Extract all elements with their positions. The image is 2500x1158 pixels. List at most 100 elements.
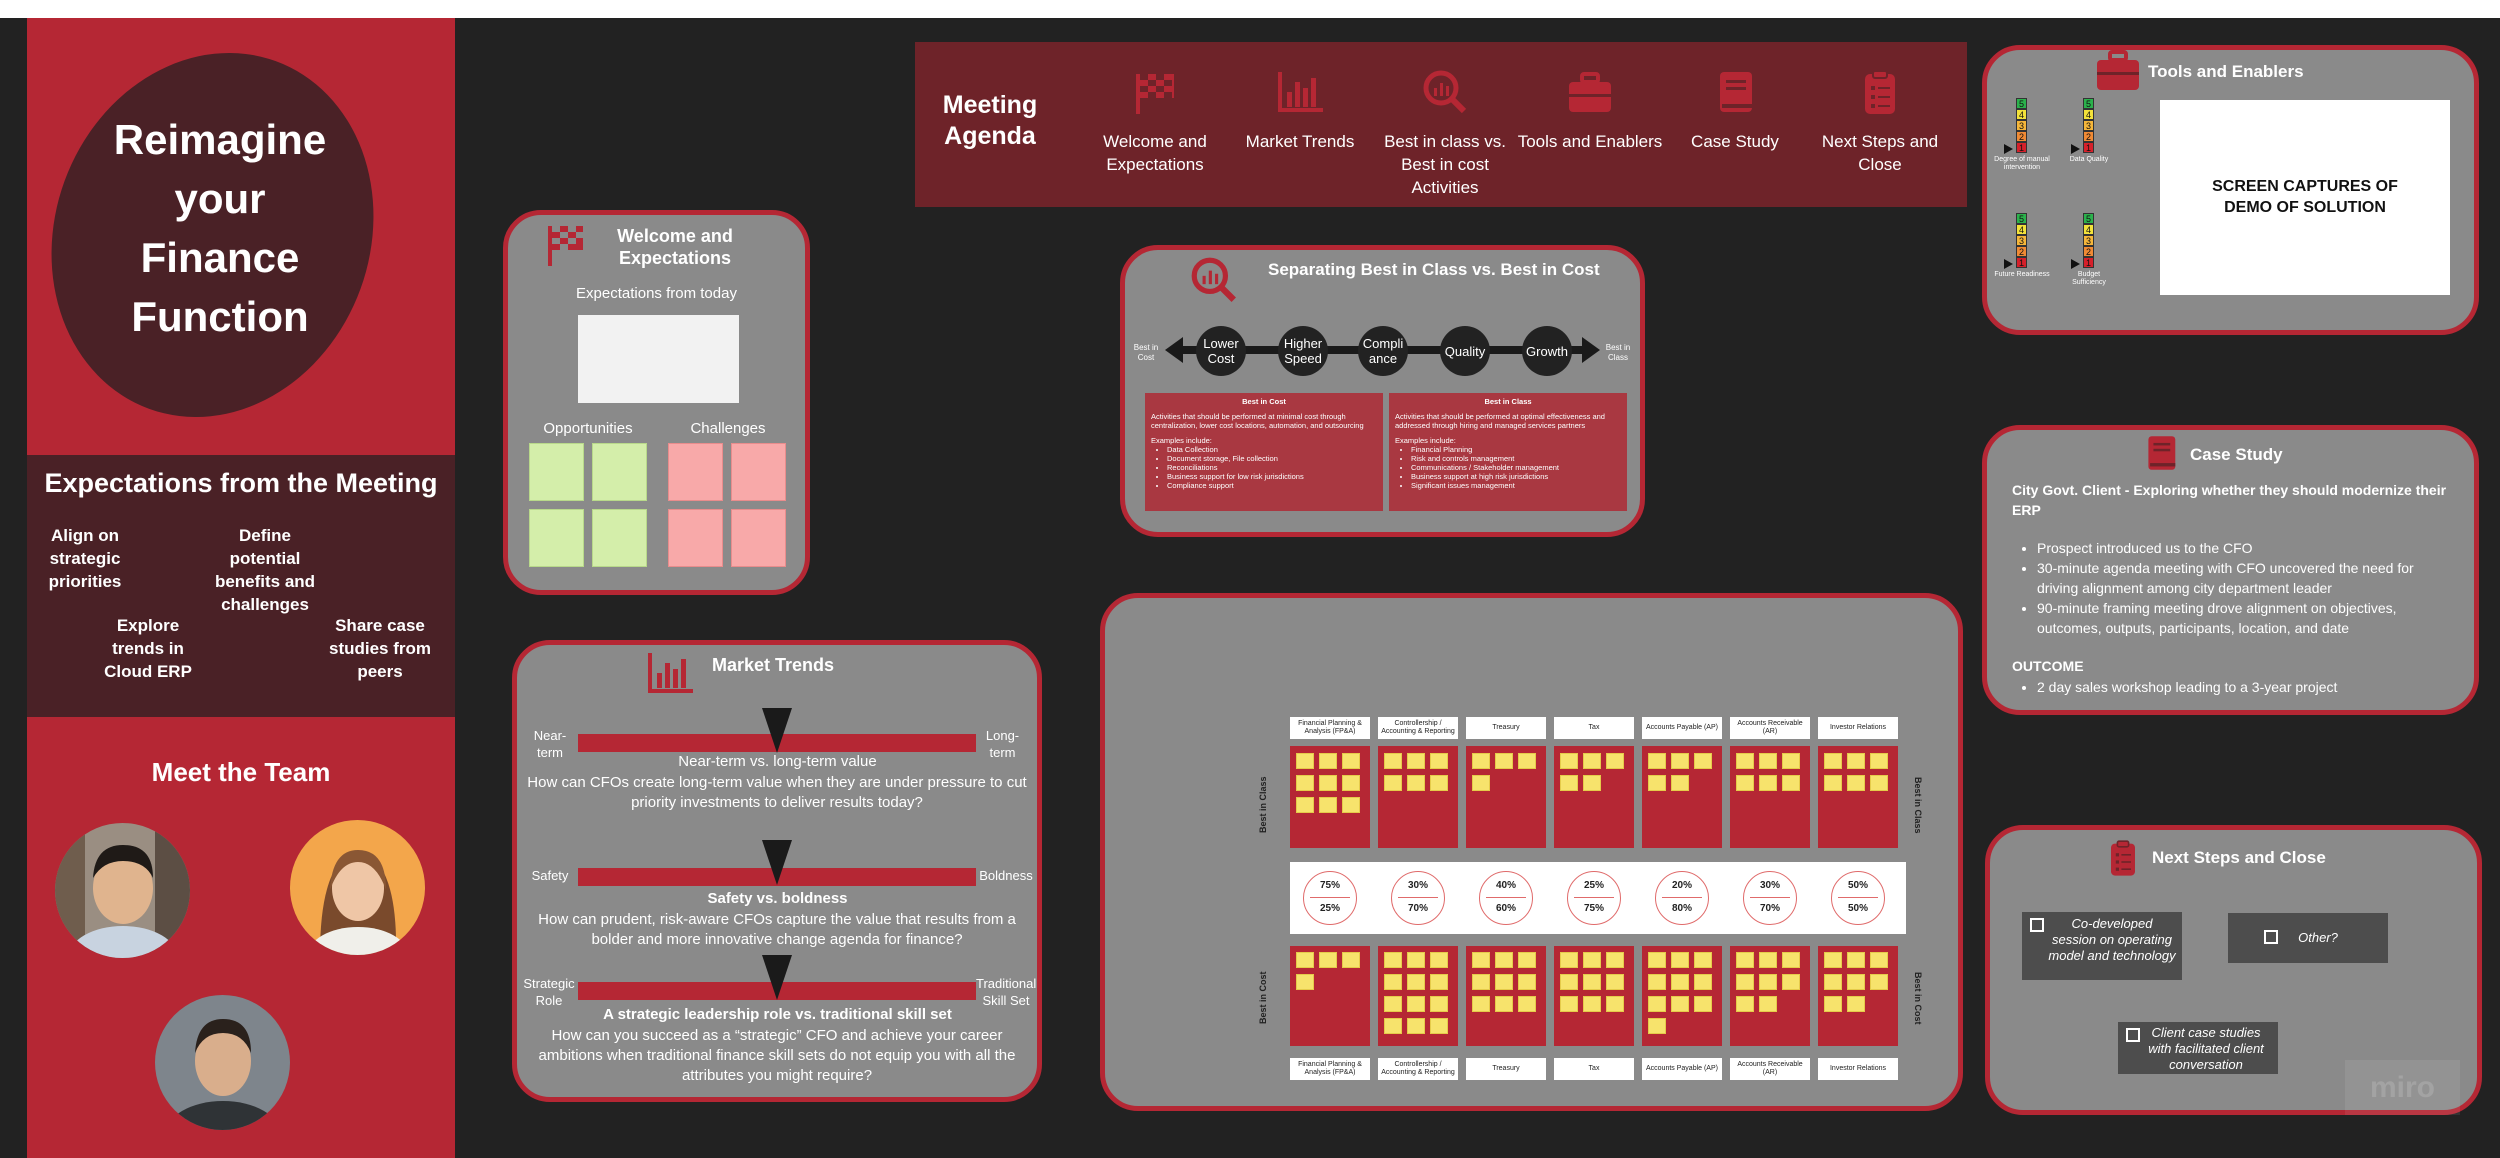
sticky-note[interactable] [1518,996,1536,1012]
sticky-note[interactable] [1342,753,1360,769]
sticky-note[interactable] [1518,952,1536,968]
sticky-note[interactable] [1671,753,1689,769]
sticky-note[interactable] [1407,1018,1425,1034]
sticky-note[interactable] [1560,974,1578,990]
sticky-note[interactable] [1560,753,1578,769]
sticky-note[interactable] [1648,753,1666,769]
agenda-item-case-study[interactable]: Case Study [1660,70,1810,153]
sticky-note[interactable] [1648,996,1666,1012]
sticky-note[interactable] [1319,775,1337,791]
sticky-note[interactable] [1694,974,1712,990]
agenda-item-market-trends[interactable]: Market Trends [1225,70,1375,153]
avatar[interactable] [55,823,190,958]
sticky-note[interactable] [1606,952,1624,968]
sticky-note[interactable] [1606,753,1624,769]
agenda-item-best-in-class[interactable]: Best in class vs. Best in cost Activitie… [1370,70,1520,199]
sticky-note[interactable] [1430,775,1448,791]
sticky-note[interactable] [1759,775,1777,791]
sticky-note[interactable] [1407,974,1425,990]
sticky-note[interactable] [1736,952,1754,968]
sticky-note[interactable] [1759,753,1777,769]
sticky-note[interactable] [1407,753,1425,769]
demo-screen-placeholder[interactable]: SCREEN CAPTURES OF DEMO OF SOLUTION [2160,100,2450,295]
sticky-note[interactable] [1759,996,1777,1012]
sticky-note[interactable] [668,509,723,567]
sticky-note[interactable] [1296,952,1314,968]
sticky-note[interactable] [1384,996,1402,1012]
sticky-note[interactable] [1694,753,1712,769]
sticky-note[interactable] [1847,775,1865,791]
sticky-note[interactable] [1342,952,1360,968]
sticky-note[interactable] [1736,753,1754,769]
sticky-note[interactable] [1736,775,1754,791]
slider-marker-icon[interactable] [762,840,792,885]
sticky-note[interactable] [1430,974,1448,990]
sticky-note[interactable] [1736,974,1754,990]
sticky-note[interactable] [1296,753,1314,769]
sticky-note[interactable] [1342,775,1360,791]
sticky-note[interactable] [1583,753,1601,769]
sticky-note[interactable] [592,443,647,501]
sticky-note[interactable] [1583,775,1601,791]
sticky-note[interactable] [1671,952,1689,968]
sticky-note[interactable] [1495,996,1513,1012]
sticky-note[interactable] [1824,753,1842,769]
sticky-note[interactable] [1342,797,1360,813]
sticky-note[interactable] [731,443,786,501]
sticky-note[interactable] [1671,996,1689,1012]
sticky-note[interactable] [1824,974,1842,990]
sticky-note[interactable] [1782,952,1800,968]
sticky-note[interactable] [1847,974,1865,990]
sticky-note[interactable] [1606,974,1624,990]
sticky-note[interactable] [1319,753,1337,769]
sticky-note[interactable] [1430,1018,1448,1034]
sticky-note[interactable] [1671,775,1689,791]
sticky-note[interactable] [1694,996,1712,1012]
sticky-note[interactable] [1518,974,1536,990]
sticky-note[interactable] [1736,996,1754,1012]
sticky-note[interactable] [1472,775,1490,791]
agenda-item-tools[interactable]: Tools and Enablers [1515,70,1665,153]
sticky-note[interactable] [1319,952,1337,968]
sticky-note[interactable] [1472,952,1490,968]
sticky-note[interactable] [1583,952,1601,968]
sticky-note[interactable] [1384,974,1402,990]
agenda-item-next-steps[interactable]: Next Steps and Close [1805,70,1955,176]
sticky-note[interactable] [668,443,723,501]
sticky-note[interactable] [1606,996,1624,1012]
sticky-note[interactable] [731,509,786,567]
sticky-note[interactable] [529,443,584,501]
sticky-note[interactable] [1430,952,1448,968]
sticky-note[interactable] [1407,952,1425,968]
sticky-note[interactable] [1782,974,1800,990]
sticky-note[interactable] [1296,974,1314,990]
avatar[interactable] [155,995,290,1130]
sticky-note[interactable] [1694,952,1712,968]
sticky-note[interactable] [1648,952,1666,968]
sticky-note[interactable] [592,509,647,567]
sticky-note[interactable] [1495,952,1513,968]
sticky-note[interactable] [1583,996,1601,1012]
sticky-note[interactable] [1583,974,1601,990]
sticky-note[interactable] [1384,1018,1402,1034]
sticky-note[interactable] [1296,797,1314,813]
sticky-note[interactable] [1495,974,1513,990]
checkbox[interactable] [2264,930,2278,944]
sticky-note[interactable] [1759,952,1777,968]
sticky-note[interactable] [1671,974,1689,990]
next-step-option[interactable]: Other? [2228,913,2388,963]
sticky-note[interactable] [1495,753,1513,769]
sticky-note[interactable] [529,509,584,567]
next-step-option[interactable]: Co-developed session on operating model … [2022,912,2182,980]
sticky-note[interactable] [1870,952,1888,968]
sticky-note[interactable] [1847,952,1865,968]
sticky-note[interactable] [1430,996,1448,1012]
sticky-note[interactable] [1824,996,1842,1012]
sticky-note[interactable] [1648,974,1666,990]
sticky-note[interactable] [1847,753,1865,769]
sticky-note[interactable] [1782,775,1800,791]
sticky-note[interactable] [1407,775,1425,791]
sticky-note[interactable] [1296,775,1314,791]
checkbox[interactable] [2126,1028,2140,1042]
checkbox[interactable] [2030,918,2044,932]
